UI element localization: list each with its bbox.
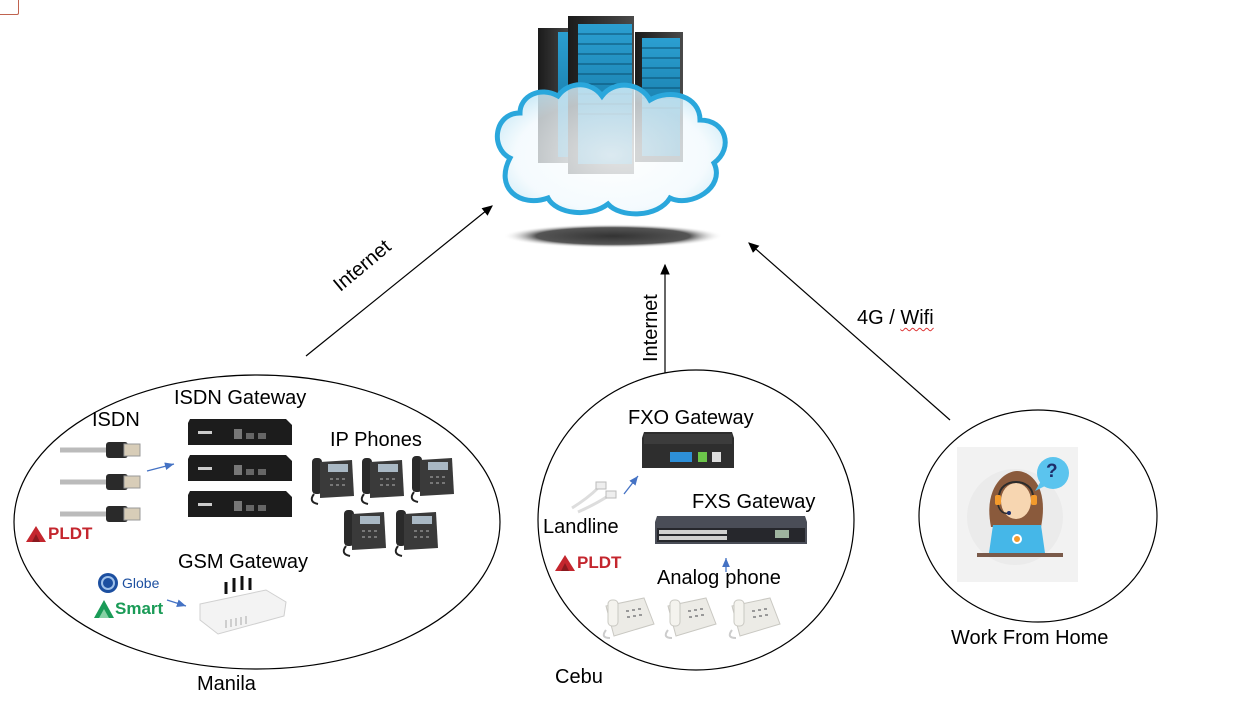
globe-logo: Globe	[97, 572, 159, 594]
smart-text: Smart	[115, 599, 164, 618]
cebu-site-label: Cebu	[555, 666, 603, 688]
landline-label: Landline	[543, 516, 619, 538]
wfh-link-label-prefix: 4G /	[857, 307, 901, 329]
fxo-gateway-label: FXO Gateway	[628, 407, 754, 429]
smart-logo: Smart	[94, 599, 163, 619]
support-agent-icon	[967, 457, 1069, 565]
wfh-site-label: Work From Home	[951, 627, 1109, 649]
manila-to-cloud-arrow	[305, 205, 493, 357]
pldt-triangle-icon	[555, 555, 575, 571]
isdn-gateway-label: ISDN Gateway	[174, 387, 307, 409]
ip-phones-label: IP Phones	[330, 429, 422, 451]
cloud-shadow	[503, 224, 723, 248]
smart-icon	[94, 600, 114, 618]
landline-to-fxo-arrow	[623, 475, 639, 495]
pldt-logo-manila: PLDT	[26, 524, 92, 544]
landline-cable-icon	[571, 481, 617, 514]
question-mark-icon: ?	[1046, 461, 1058, 482]
wfh-site-boundary	[918, 409, 1158, 623]
fxo-gateway-icon	[642, 432, 734, 468]
fxs-gateway-icon	[655, 516, 807, 544]
gsm-carrier-to-gateway-arrow	[166, 599, 187, 607]
analog-phone-label-a: Analog	[657, 567, 720, 589]
ip-phones-icon	[310, 455, 455, 557]
isdn-label: ISDN	[92, 409, 140, 431]
globe-icon	[98, 573, 118, 593]
pldt-logo-cebu: PLDT	[555, 553, 621, 573]
wfh-agent-illustration: ?	[957, 447, 1078, 582]
isdn-gateway-unit	[188, 419, 292, 445]
isdn-to-gateway-arrow	[146, 462, 175, 472]
analog-phone-label-b: phone	[725, 567, 781, 589]
gsm-gateway-label: GSM Gateway	[178, 551, 309, 573]
cloud-server-icon	[494, 16, 728, 217]
gsm-gateway-icon	[199, 576, 287, 635]
pldt-text-manila: PLDT	[48, 524, 93, 543]
manila-site-boundary	[13, 374, 501, 670]
wfh-to-cloud-arrow	[748, 242, 951, 421]
globe-text: Globe	[122, 575, 160, 591]
cebu-site-boundary	[537, 369, 855, 671]
cebu-link-label: Internet	[640, 294, 662, 362]
wfh-link-label-wifi: Wifi	[900, 307, 934, 329]
isdn-cables-icon	[60, 442, 141, 522]
wfh-link-label: 4G / Wifi	[857, 308, 934, 328]
fxs-gateway-label: FXS Gateway	[692, 491, 816, 513]
callout-shape-fragment	[0, 0, 19, 15]
isdn-gateways-icon	[188, 419, 292, 517]
manila-site-label: Manila	[197, 673, 256, 695]
pldt-text-cebu: PLDT	[577, 553, 622, 572]
analog-phones-icon	[602, 597, 781, 639]
pldt-triangle-icon	[26, 526, 46, 542]
